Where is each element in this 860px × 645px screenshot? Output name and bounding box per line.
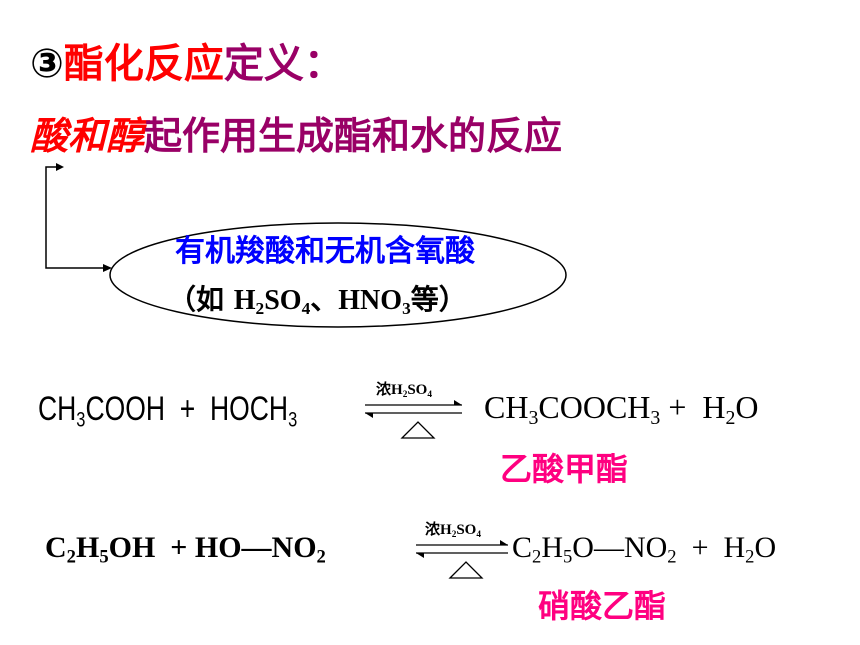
heat-triangle-2 bbox=[448, 561, 484, 579]
definition-reactants: 酸和醇 bbox=[30, 114, 145, 158]
slide-title: ③酯化反应定义： bbox=[30, 40, 344, 88]
connector-line bbox=[45, 166, 104, 269]
equation-2-products: C2H5O—NO2 + H2O bbox=[512, 531, 777, 568]
arrow-head-right bbox=[103, 264, 112, 272]
reversible-arrow-2 bbox=[416, 540, 508, 579]
equation-2-reactants: C2H5OH + HO—NO2 bbox=[45, 531, 326, 568]
definition-text: 酸和醇起作用生成酯和水的反应 bbox=[30, 112, 562, 160]
note-ellipse bbox=[109, 222, 567, 328]
note-line-2: （如 H2SO4、HNO3等） bbox=[168, 283, 467, 319]
title-suffix: 定义： bbox=[223, 41, 344, 87]
reversible-arrow-1 bbox=[365, 400, 462, 439]
equation-1-products: CH3COOCH3 + H2O bbox=[484, 389, 759, 429]
condition-1: 浓H2SO4 bbox=[376, 380, 433, 400]
title-topic: 酯化反应 bbox=[63, 41, 224, 87]
product-name-2: 硝酸乙酯 bbox=[538, 587, 667, 625]
arrow-head-top bbox=[56, 163, 64, 171]
circled-number: ③ bbox=[30, 41, 64, 87]
note-line-1: 有机羧酸和无机含氧酸 bbox=[175, 234, 475, 269]
definition-rest: 起作用生成酯和水的反应 bbox=[144, 114, 563, 158]
product-name-1: 乙酸甲酯 bbox=[500, 450, 629, 488]
heat-triangle-1 bbox=[400, 421, 436, 439]
condition-2: 浓H2SO4 bbox=[425, 520, 482, 540]
equation-1-reactants: CH3COOH + HOCH3 bbox=[38, 390, 298, 432]
